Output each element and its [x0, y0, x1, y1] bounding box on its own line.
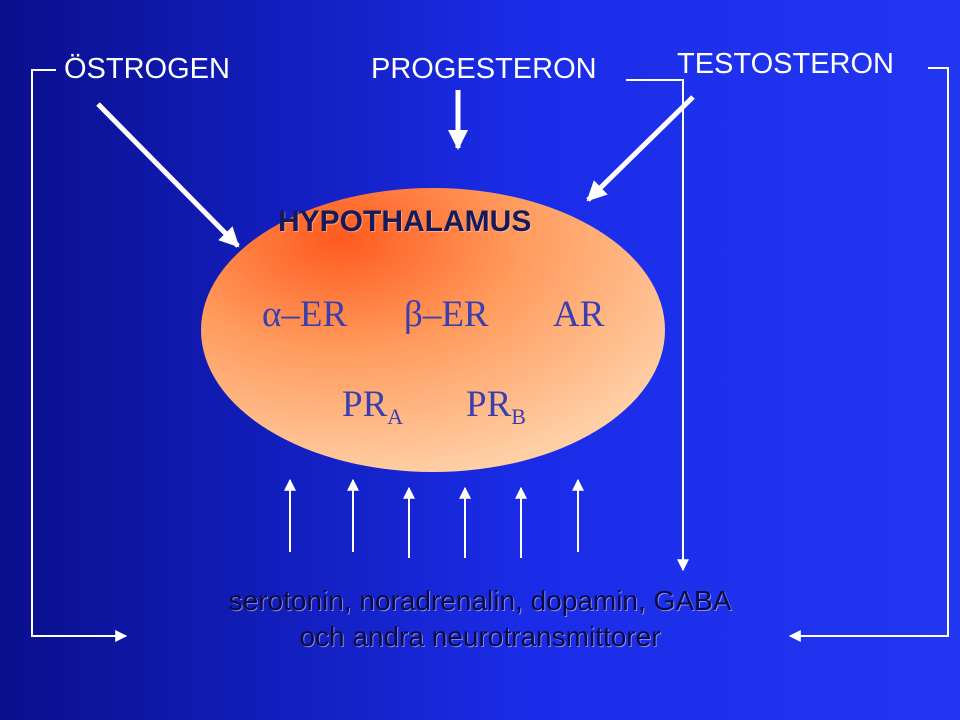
progesterone-label: PROGESTERON — [371, 53, 597, 85]
testosterone-feedback-line — [788, 67, 949, 642]
estrogen-arrow — [96, 102, 240, 248]
pr-a-receptor: PRA — [342, 383, 403, 430]
pr-a-subscript: A — [387, 404, 404, 429]
ar-receptor: AR — [553, 294, 605, 335]
neurotransmitters-line-1: serotonin, noradrenalin, dopamin, GABA — [228, 585, 732, 616]
pr-b-receptor: PRB — [466, 383, 526, 430]
pr-b-base: PR — [466, 384, 512, 425]
estrogen-label: ÖSTROGEN — [64, 53, 230, 85]
hypothalamus-ellipse — [201, 188, 665, 472]
progesterone-feedback-line — [626, 79, 689, 572]
testosterone-label: TESTOSTERON — [677, 48, 894, 80]
testosterone-arrow — [586, 95, 695, 202]
neurotransmitters-line-2: och andra neurotransmittorer — [299, 621, 661, 652]
alpha-er-receptor: α–ER — [262, 294, 348, 335]
pr-b-subscript: B — [511, 404, 526, 429]
estrogen-feedback-line — [31, 69, 128, 642]
beta-er-receptor: β–ER — [404, 294, 489, 335]
hypothalamus-title: HYPOTHALAMUS — [278, 205, 532, 238]
pr-a-base: PR — [342, 384, 388, 425]
